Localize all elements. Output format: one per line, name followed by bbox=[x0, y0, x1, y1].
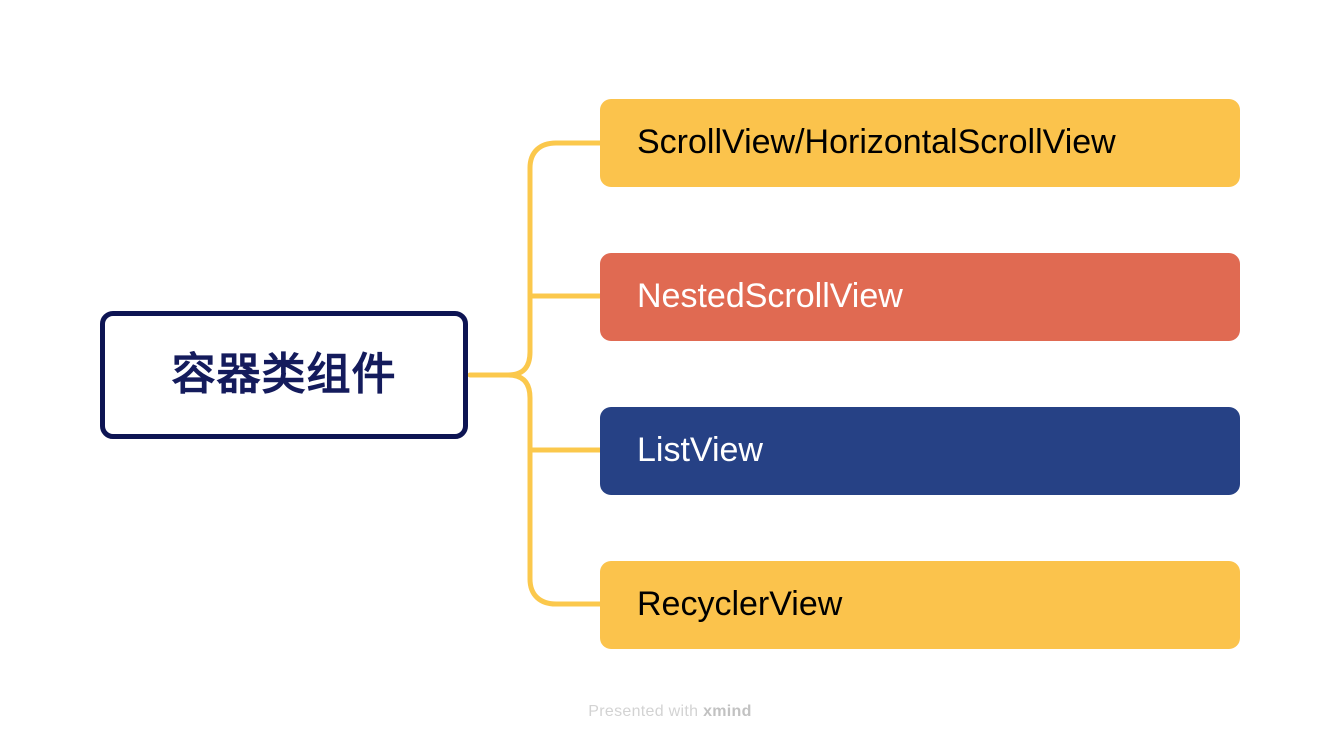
root-node-label: 容器类组件 bbox=[171, 350, 397, 399]
branch-node-listview[interactable]: ListView bbox=[600, 407, 1240, 495]
footer-brand: xmind bbox=[703, 703, 752, 720]
footer-prefix: Presented with bbox=[588, 703, 704, 720]
footer-watermark: Presented with xmind bbox=[0, 703, 1340, 721]
root-node[interactable]: 容器类组件 bbox=[100, 311, 468, 439]
connector-branch-0 bbox=[505, 140, 603, 378]
branch-node-nestedscrollview[interactable]: NestedScrollView bbox=[600, 253, 1240, 341]
branch-node-recyclerview[interactable]: RecyclerView bbox=[600, 561, 1240, 649]
branch-node-label: ScrollView/HorizontalScrollView bbox=[637, 123, 1116, 162]
branch-node-label: NestedScrollView bbox=[637, 277, 903, 316]
connector-branch-3 bbox=[505, 372, 603, 607]
branch-node-label: ListView bbox=[637, 431, 763, 470]
branch-node-scrollview[interactable]: ScrollView/HorizontalScrollView bbox=[600, 99, 1240, 187]
branch-node-label: RecyclerView bbox=[637, 585, 843, 624]
